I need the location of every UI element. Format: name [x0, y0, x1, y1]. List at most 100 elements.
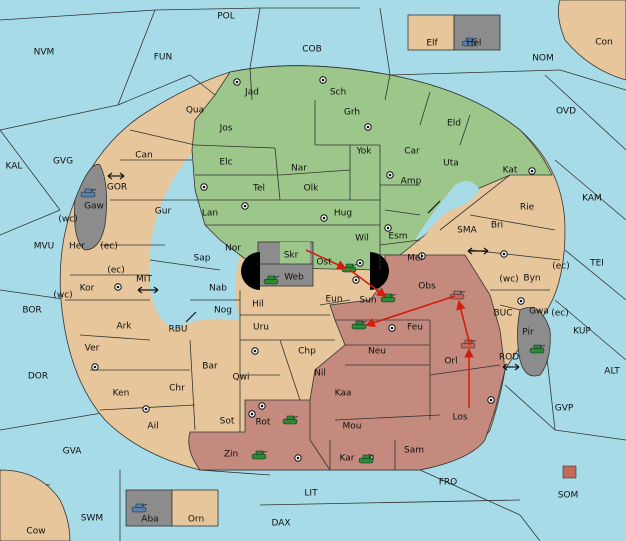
land-label-nor: Nor: [225, 244, 241, 254]
sea-label-sma: SMA: [457, 226, 477, 236]
order-arrow-ost: [305, 249, 347, 270]
supply-center-dot-6: [358, 261, 362, 265]
province-borders: [65, 67, 561, 471]
supply-center-dot-8: [386, 226, 390, 230]
tank-icon[interactable]: [251, 450, 268, 460]
land-label-nab: Nab: [209, 284, 227, 294]
land-label-gwa: Gwa: [529, 307, 549, 317]
supply-center-dot-17: [144, 407, 148, 411]
coast-label-3: (wc): [53, 291, 72, 301]
land-label-can: Can: [135, 151, 153, 161]
land-label-ken: Ken: [113, 389, 130, 399]
land-label-feu: Feu: [407, 323, 423, 333]
sea-label-gvg: GVG: [53, 157, 73, 167]
tank-icon[interactable]: [461, 37, 478, 47]
sea-label-bor: BOR: [22, 306, 41, 316]
tank-icon[interactable]: [282, 415, 299, 425]
sea-label-dax: DAX: [271, 519, 290, 529]
land-label-orl: Orl: [444, 357, 457, 367]
land-label-rod: ROD: [499, 353, 519, 363]
land-skr[interactable]: [280, 242, 310, 264]
order-arrow-feu: [365, 295, 456, 328]
coast-label-1: (ec): [100, 242, 118, 252]
order-arrows: [305, 249, 474, 408]
land-label-nil: Nil: [314, 369, 326, 379]
sea-label-kam: KAM: [582, 194, 602, 204]
land-label-sap: Sap: [194, 254, 211, 264]
land-label-tel: Tel: [252, 184, 265, 194]
order-arrow-obs: [456, 300, 471, 346]
order-arrow-sun: [349, 269, 387, 298]
land-label-eun: Eun: [325, 295, 342, 305]
land-label-eld: Eld: [447, 119, 461, 129]
land-label-sun: Sun: [359, 296, 376, 306]
land-cow[interactable]: [0, 469, 71, 541]
sea-label-mit: MIT: [136, 275, 152, 285]
supply-center-dot-4: [243, 204, 247, 208]
land-label-her: Her: [69, 242, 85, 252]
land-label-mou: Mou: [343, 422, 362, 432]
tank-icon[interactable]: [131, 503, 148, 513]
land-label-qua: Qua: [186, 106, 204, 116]
supply-center-dot-5: [322, 216, 326, 220]
sea-label-cob: COB: [302, 45, 322, 55]
land-label-olk: Olk: [304, 184, 320, 194]
supply-center-dot-15: [116, 285, 120, 289]
land-label-sot: Sot: [220, 417, 235, 427]
land-label-skr: Skr: [284, 251, 299, 261]
land-orn[interactable]: [171, 489, 219, 527]
land-label-ark: Ark: [116, 322, 132, 332]
land-label-bri: Bri: [491, 221, 503, 231]
land-label-mel: Mel: [407, 254, 423, 264]
supply-center-dot-11: [530, 169, 534, 173]
land-label-grh: Grh: [344, 108, 360, 118]
land-label-chp: Chp: [298, 347, 316, 357]
land-label-som: SOM: [558, 491, 579, 501]
land-label-yok: Yok: [355, 147, 372, 157]
sea-label-fun: FUN: [154, 53, 173, 63]
land-gaw[interactable]: [74, 164, 108, 251]
tank-icon[interactable]: [449, 290, 466, 300]
passage-arrows: [107, 172, 520, 371]
coast-label-0: (wc): [58, 215, 77, 225]
land-label-pir: Pir: [522, 328, 534, 338]
land-label-kat: Kat: [503, 166, 518, 176]
tank-icon[interactable]: [358, 454, 375, 464]
supply-center-dot-18: [296, 456, 300, 460]
coast-label-2: (ec): [107, 266, 125, 276]
land-label-jad: Jad: [244, 88, 259, 98]
tank-icon[interactable]: [529, 344, 546, 354]
land-label-sch: Sch: [330, 88, 346, 98]
land-label-zin: Zin: [224, 450, 238, 460]
land-label-bar: Bar: [202, 362, 218, 372]
land-hel[interactable]: [453, 14, 501, 51]
land-label-wil: Wil: [355, 234, 369, 244]
sea-label-tei: TEI: [589, 259, 604, 269]
land-label-elf: Elf: [426, 39, 438, 49]
som-unit[interactable]: [562, 465, 577, 479]
land-elf[interactable]: [407, 14, 455, 51]
land-pir[interactable]: [517, 307, 551, 377]
land-label-ail: Ail: [147, 422, 158, 432]
supply-center-dot-7: [354, 278, 358, 282]
supply-center-dot-14: [489, 398, 493, 402]
land-label-kar: Kar: [340, 454, 355, 464]
land-label-car: Car: [404, 147, 420, 157]
sea-label-pol: POL: [217, 12, 235, 22]
land-con[interactable]: [557, 0, 626, 81]
tank-icon[interactable]: [80, 188, 97, 198]
land-label-jos: Jos: [219, 124, 233, 134]
land-label-los: Los: [452, 413, 467, 423]
supply-center-dot-10: [388, 173, 392, 177]
sea-label-lit: LIT: [304, 489, 318, 499]
red-region: [188, 254, 506, 471]
tank-icon[interactable]: [263, 275, 280, 285]
land-label-ver: Ver: [85, 344, 100, 354]
sea-label-gvp: GVP: [555, 404, 574, 414]
supply-center-dot-3: [202, 185, 206, 189]
land-label-gaw: Gaw: [84, 202, 104, 212]
land-label-hug: Hug: [334, 209, 352, 219]
